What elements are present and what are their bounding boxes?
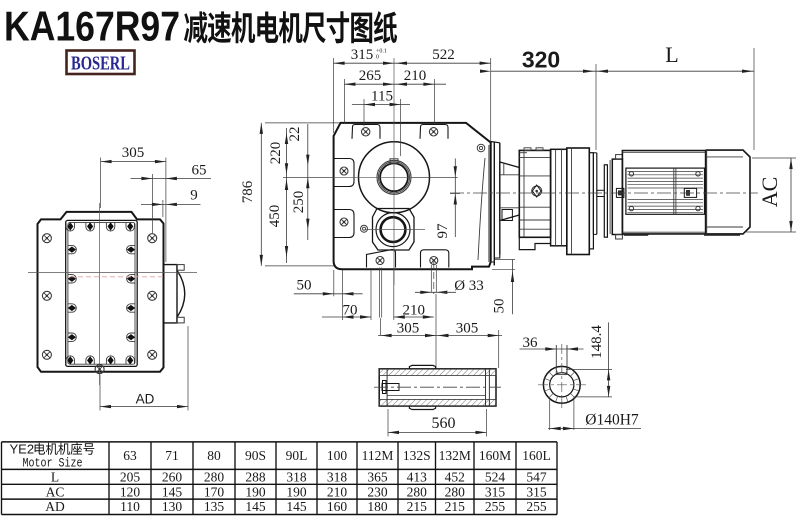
svg-text:786: 786 bbox=[240, 180, 256, 203]
svg-text:120: 120 bbox=[120, 484, 141, 499]
svg-text:135: 135 bbox=[204, 499, 225, 514]
svg-text:305: 305 bbox=[397, 321, 420, 337]
svg-text:260: 260 bbox=[162, 470, 183, 485]
svg-text:AC: AC bbox=[757, 177, 782, 208]
svg-text:90L: 90L bbox=[286, 448, 308, 463]
svg-text:255: 255 bbox=[526, 499, 547, 514]
svg-text:97: 97 bbox=[435, 223, 451, 239]
svg-text:315: 315 bbox=[351, 47, 374, 63]
svg-text:36: 36 bbox=[523, 335, 539, 351]
svg-text:9: 9 bbox=[190, 188, 198, 204]
svg-text:160: 160 bbox=[327, 499, 348, 514]
svg-text:110: 110 bbox=[120, 499, 140, 514]
svg-text:KA167R97: KA167R97 bbox=[4, 3, 180, 50]
svg-text:305: 305 bbox=[122, 145, 145, 161]
svg-text:210: 210 bbox=[403, 303, 426, 319]
svg-text:Motor Size: Motor Size bbox=[23, 456, 83, 470]
svg-text:220: 220 bbox=[268, 142, 284, 165]
svg-text:215: 215 bbox=[445, 499, 466, 514]
svg-text:280: 280 bbox=[407, 484, 428, 499]
svg-text:70: 70 bbox=[343, 303, 358, 319]
svg-text:63: 63 bbox=[123, 448, 137, 463]
svg-text:318: 318 bbox=[286, 470, 307, 485]
svg-text:255: 255 bbox=[485, 499, 506, 514]
svg-text:0: 0 bbox=[376, 55, 379, 61]
svg-text:215: 215 bbox=[407, 499, 428, 514]
svg-text:305: 305 bbox=[456, 321, 479, 337]
svg-text:170: 170 bbox=[204, 484, 225, 499]
svg-text:190: 190 bbox=[245, 484, 266, 499]
svg-text:560: 560 bbox=[432, 415, 456, 432]
svg-text:145: 145 bbox=[286, 499, 307, 514]
svg-text:132M: 132M bbox=[439, 448, 471, 463]
svg-text:205: 205 bbox=[120, 470, 141, 485]
svg-text:522: 522 bbox=[432, 47, 455, 63]
svg-text:50: 50 bbox=[297, 278, 312, 294]
svg-text:90S: 90S bbox=[245, 448, 266, 463]
svg-text:452: 452 bbox=[445, 470, 465, 485]
svg-text:315: 315 bbox=[485, 484, 506, 499]
svg-text:320: 320 bbox=[522, 47, 560, 73]
svg-text:450: 450 bbox=[267, 205, 283, 228]
svg-text:65: 65 bbox=[192, 163, 207, 179]
svg-text:180: 180 bbox=[367, 499, 388, 514]
svg-text:160M: 160M bbox=[479, 448, 511, 463]
svg-text:132S: 132S bbox=[403, 448, 431, 463]
svg-text:L: L bbox=[665, 42, 678, 67]
svg-text:115: 115 bbox=[371, 89, 393, 105]
svg-text:145: 145 bbox=[245, 499, 266, 514]
svg-text:250: 250 bbox=[291, 191, 307, 214]
svg-text:80: 80 bbox=[207, 448, 221, 463]
svg-text:148.4: 148.4 bbox=[589, 325, 605, 359]
svg-text:L: L bbox=[51, 470, 59, 485]
svg-text:280: 280 bbox=[204, 470, 225, 485]
svg-text:280: 280 bbox=[445, 484, 466, 499]
svg-text:+0.1: +0.1 bbox=[376, 49, 387, 55]
svg-text:365: 365 bbox=[367, 470, 388, 485]
svg-text:524: 524 bbox=[485, 470, 506, 485]
svg-text:112M: 112M bbox=[362, 448, 394, 463]
svg-text:71: 71 bbox=[165, 448, 179, 463]
svg-text:265: 265 bbox=[359, 68, 382, 84]
svg-text:230: 230 bbox=[367, 484, 388, 499]
svg-text:50: 50 bbox=[492, 299, 508, 314]
svg-text:100: 100 bbox=[327, 448, 348, 463]
svg-text:Ø140H7: Ø140H7 bbox=[585, 412, 639, 429]
svg-text:210: 210 bbox=[327, 484, 348, 499]
svg-text:160L: 160L bbox=[522, 448, 551, 463]
svg-text:BOSERL: BOSERL bbox=[71, 54, 130, 75]
svg-text:318: 318 bbox=[327, 470, 348, 485]
svg-text:AD: AD bbox=[136, 392, 155, 407]
svg-text:145: 145 bbox=[162, 484, 183, 499]
svg-text:130: 130 bbox=[162, 499, 183, 514]
svg-text:315: 315 bbox=[526, 484, 547, 499]
svg-text:22: 22 bbox=[287, 127, 303, 142]
svg-text:210: 210 bbox=[404, 68, 427, 84]
svg-text:AD: AD bbox=[45, 499, 65, 514]
svg-text:547: 547 bbox=[526, 470, 547, 485]
svg-text:413: 413 bbox=[407, 470, 428, 485]
svg-text:YE2: YE2 bbox=[10, 442, 35, 457]
svg-text:Ø 33: Ø 33 bbox=[454, 278, 484, 294]
svg-text:AC: AC bbox=[46, 484, 65, 499]
svg-text:190: 190 bbox=[286, 484, 307, 499]
svg-text:288: 288 bbox=[245, 470, 266, 485]
